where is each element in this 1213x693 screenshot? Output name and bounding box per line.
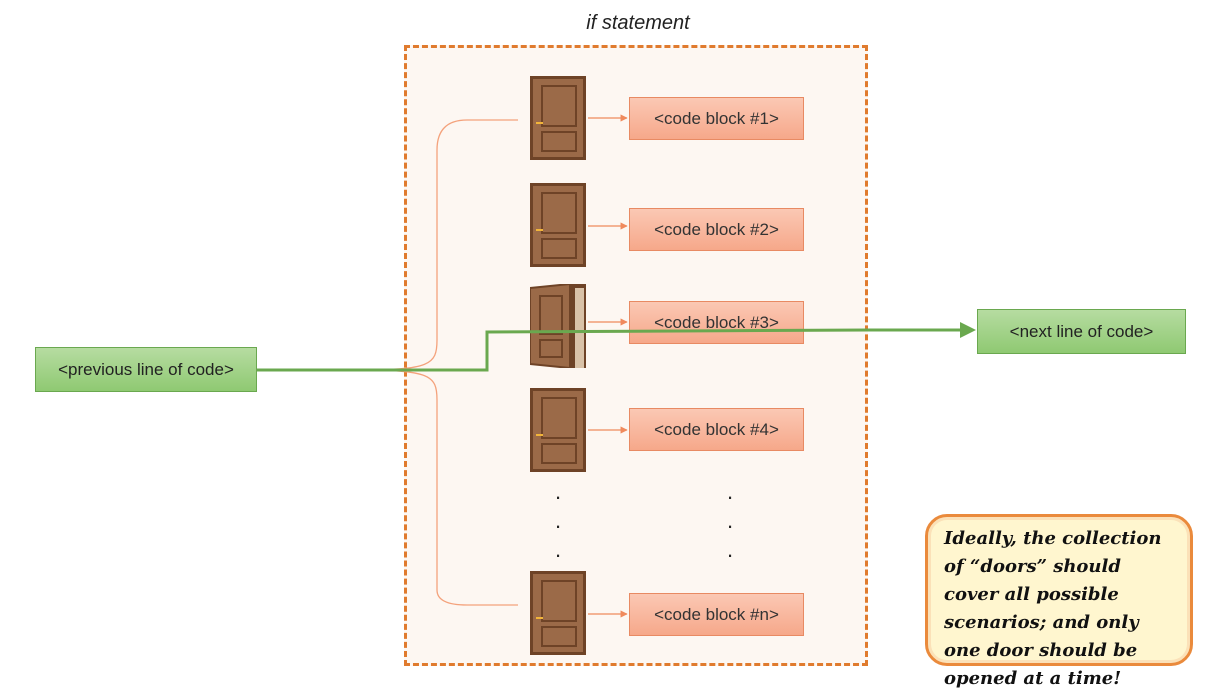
code-block-2: <code block #2>: [629, 208, 804, 251]
branch-bracket-lower: [356, 369, 518, 606]
branch-bracket: [356, 119, 518, 371]
previous-line-box: <previous line of code>: [35, 347, 257, 392]
door-open-icon-3: [530, 284, 586, 368]
code-block-4: <code block #4>: [629, 408, 804, 451]
door-icon-4: [530, 388, 586, 472]
ellipsis-code-blocks: ...: [726, 479, 734, 562]
code-block-3: <code block #3>: [629, 301, 804, 344]
diagram-title: if statement: [586, 12, 690, 34]
door-icon-2: [530, 183, 586, 267]
door-icon-1: [530, 76, 586, 160]
note-callout: Ideally, the collection of “doors” shoul…: [925, 514, 1193, 689]
code-block-1: <code block #1>: [629, 97, 804, 140]
code-block-n: <code block #n>: [629, 593, 804, 636]
if-statement-frame: [404, 45, 868, 666]
door-icon-n: [530, 571, 586, 655]
ellipsis-doors: ...: [554, 479, 562, 562]
execution-path-line: [257, 328, 970, 372]
next-line-box: <next line of code>: [977, 309, 1186, 354]
execution-path-arrowhead: [960, 322, 976, 338]
